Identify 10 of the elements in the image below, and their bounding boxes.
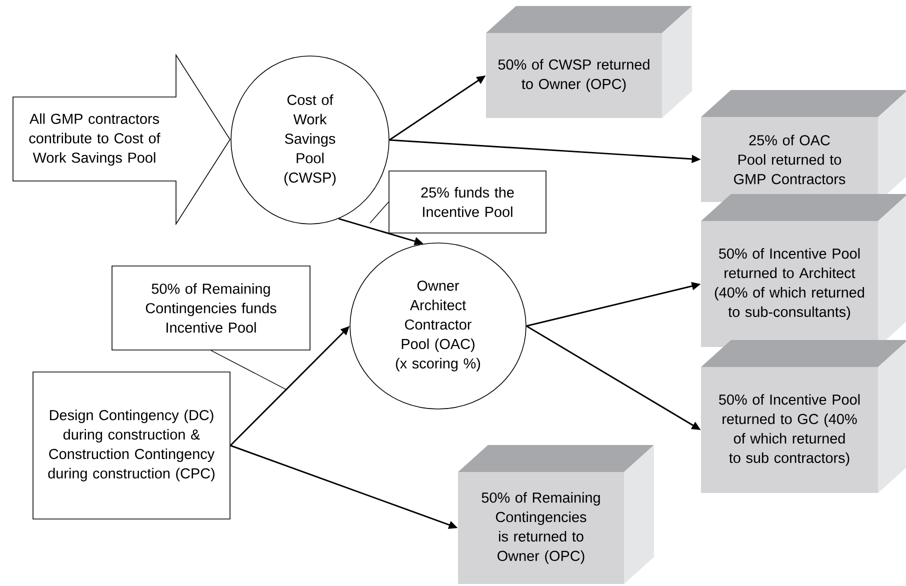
text-box: Design Contingency (DC) during construction & Construction Contingency during construction (CPC) [32,372,230,520]
cube-box: 50% of Incentive Pool returned to Architect (40% of which returned to sub-consultants) [701,194,906,347]
leader-line [210,350,288,390]
text-box: 50% of Remaining Contingencies funds Incentive Pool [112,266,310,350]
cube-box: 50% of Incentive Pool returned to GC (40% of which returned to sub contractors) [701,340,906,493]
text-box: 25% funds the Incentive Pool [388,170,546,234]
cube-box: 50% of Remaining Contingencies is returned to Owner (OPC) [458,445,654,584]
cube-box: 25% of OAC Pool returned to GMP Contractors [701,90,906,202]
cube-box: 50% of CWSP returned to Owner (OPC) [486,6,692,118]
leader-line [370,202,389,224]
